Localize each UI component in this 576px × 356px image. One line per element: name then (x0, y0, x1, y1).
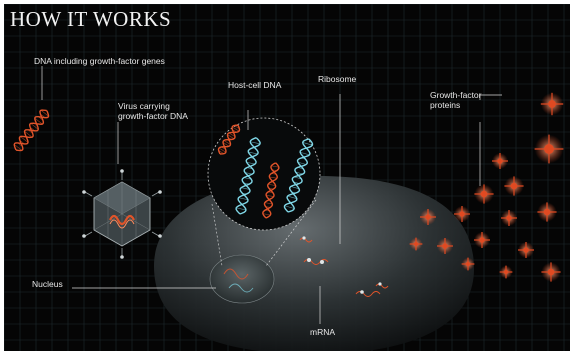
label-virus-line1: Virus carrying (118, 101, 188, 111)
protein-star-icon (462, 258, 475, 271)
protein-star-icon (500, 266, 513, 279)
label-nucleus: Nucleus (32, 279, 63, 289)
label-ribosome: Ribosome (318, 74, 356, 84)
protein-star-icon (501, 210, 517, 226)
label-virus-line2: growth-factor DNA (118, 111, 188, 121)
protein-star-icon (541, 262, 560, 281)
protein-star-icon (537, 202, 556, 221)
protein-star-icon (474, 232, 490, 248)
virus-icon (82, 169, 162, 259)
label-proteins-line1: Growth-factor (430, 90, 482, 100)
label-proteins: Growth-factor proteins (430, 90, 482, 110)
label-proteins-line2: proteins (430, 100, 482, 110)
label-virus: Virus carrying growth-factor DNA (118, 101, 188, 121)
label-dna-genes: DNA including growth-factor genes (34, 56, 165, 66)
label-host-cell-dna: Host-cell DNA (228, 80, 281, 90)
protein-star-icon (535, 135, 564, 164)
protein-star-icon (437, 238, 453, 254)
protein-star-icon (420, 209, 436, 225)
protein-star-icon (541, 93, 563, 115)
dna-helix-icon (12, 108, 51, 154)
label-mrna: mRNA (310, 327, 335, 337)
protein-star-icon (454, 206, 470, 222)
diagram-canvas: HOW IT WORKS DNA including growth-factor… (4, 4, 570, 351)
protein-star-icon (474, 184, 493, 203)
protein-star-icon (492, 153, 508, 169)
protein-star-icon (504, 176, 523, 195)
page-title: HOW IT WORKS (10, 7, 171, 32)
protein-star-icon (518, 242, 534, 258)
protein-star-icon (410, 238, 423, 251)
